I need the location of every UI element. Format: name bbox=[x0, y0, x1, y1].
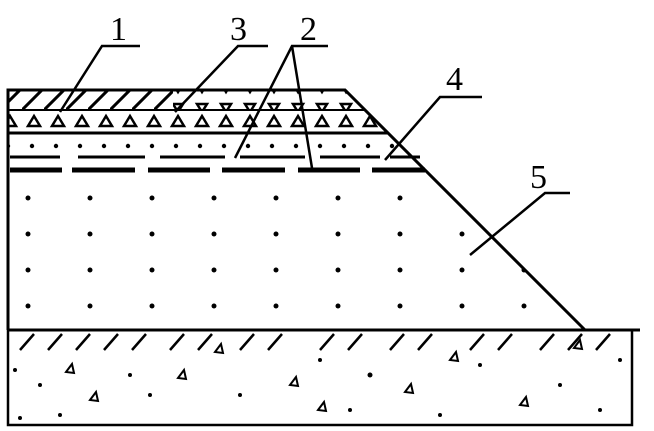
foundation-ground bbox=[6, 328, 640, 427]
leader-lines bbox=[58, 44, 570, 256]
surface-layer-1 bbox=[8, 90, 173, 110]
aggregate-layer-3 bbox=[8, 90, 398, 133]
sand-layer bbox=[8, 135, 428, 149]
embankment-outline bbox=[6, 88, 587, 332]
label-3: 3 bbox=[230, 11, 247, 48]
label-1: 1 bbox=[110, 11, 127, 48]
fill-body-5 bbox=[8, 176, 585, 326]
label-5: 5 bbox=[530, 159, 547, 196]
geogrid-layer-2 bbox=[10, 155, 425, 173]
label-4: 4 bbox=[446, 61, 463, 98]
label-2: 2 bbox=[300, 11, 317, 48]
